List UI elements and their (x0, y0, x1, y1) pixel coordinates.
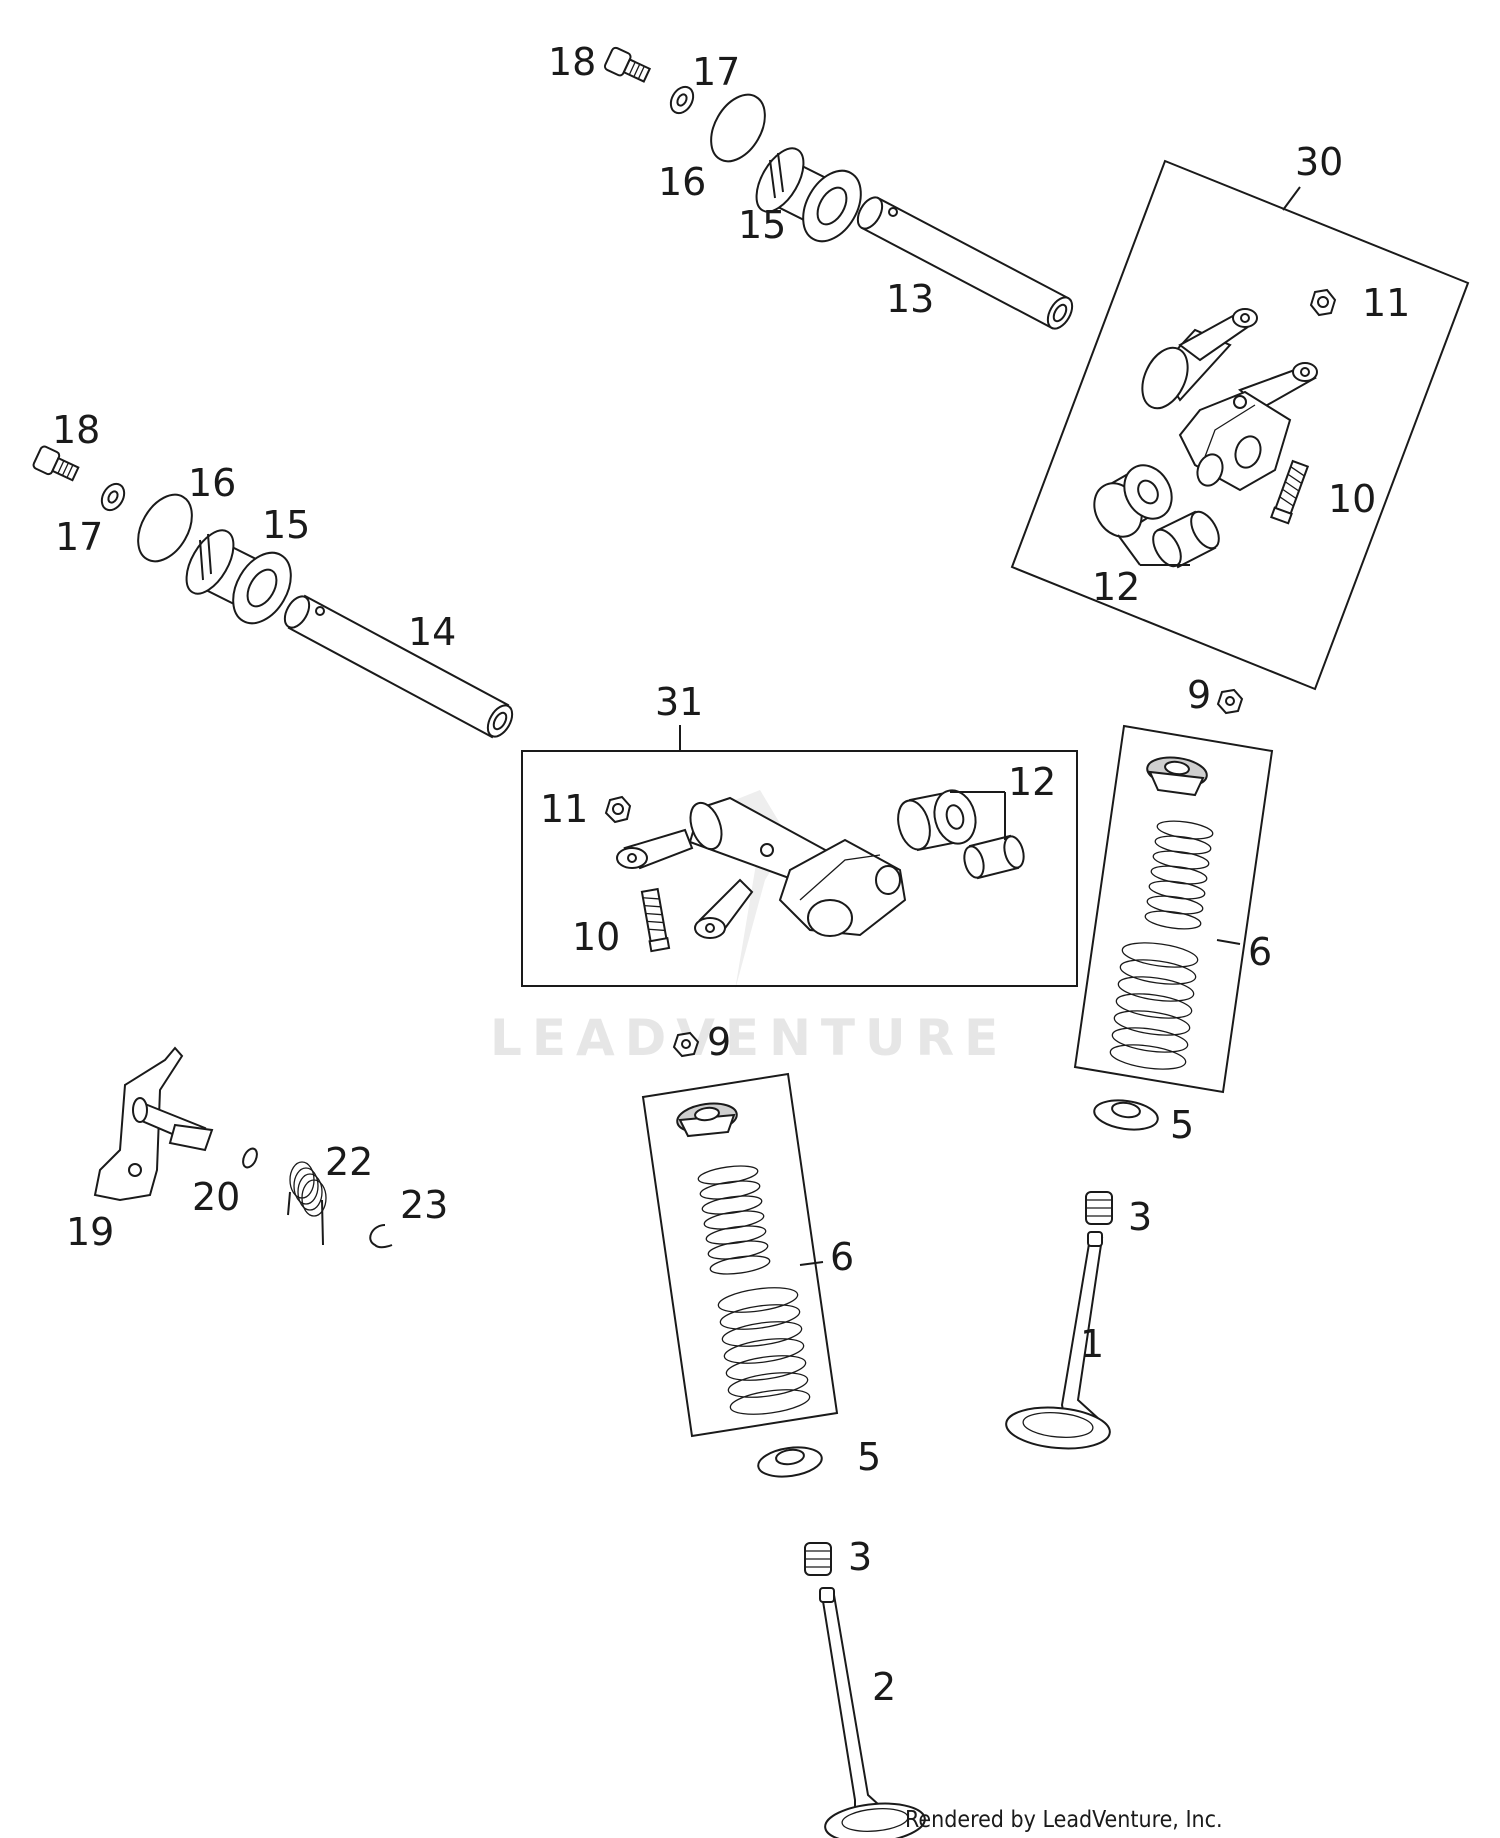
inner-spring-center (697, 1165, 771, 1275)
box-30 (1010, 159, 1470, 691)
shaft-13 (856, 196, 1074, 330)
o-ring-16-top (710, 93, 766, 163)
label-16-top: 16 (658, 160, 706, 204)
bushing-15-left (185, 529, 292, 625)
label-19: 19 (66, 1210, 114, 1254)
label-16-left: 16 (188, 461, 236, 505)
label-1: 1 (1080, 1322, 1104, 1366)
spring-22 (287, 1161, 327, 1246)
watermark-text: LEADVENTURE (490, 1009, 1008, 1067)
o-ring-16-left (137, 493, 193, 563)
label-2: 2 (872, 1665, 896, 1709)
roller-12-box30 (1093, 464, 1220, 569)
keeper-9-center (672, 1031, 700, 1058)
label-3-right: 3 (1128, 1195, 1152, 1239)
rocker-arm-box31 (616, 796, 907, 939)
valve-seal-3-right (1085, 1191, 1113, 1225)
label-14: 14 (408, 610, 456, 654)
bolt-18-top (603, 46, 652, 83)
label-5-right: 5 (1170, 1103, 1194, 1147)
washer-17-top (669, 85, 695, 115)
label-12-box30: 12 (1092, 565, 1140, 609)
label-17-left: 17 (55, 515, 103, 559)
outer-spring-center (717, 1287, 811, 1415)
label-23: 23 (400, 1183, 448, 1227)
label-11-box31: 11 (540, 787, 588, 831)
label-20: 20 (192, 1175, 240, 1219)
lever-19 (93, 1046, 214, 1202)
valve-1 (1005, 1231, 1111, 1450)
box-31 (521, 725, 1078, 987)
label-12-box31: 12 (1008, 760, 1056, 804)
label-9-right: 9 (1187, 673, 1211, 717)
label-15-top: 15 (738, 203, 786, 247)
label-15-left: 15 (262, 503, 310, 547)
bolt-18-left (32, 445, 80, 482)
nut-11-box30 (1309, 288, 1337, 317)
label-31: 31 (655, 680, 703, 724)
label-6-center: 6 (830, 1235, 854, 1279)
credit-text: Rendered by LeadVenture, Inc. (905, 1807, 1223, 1833)
circlip-23 (369, 1224, 393, 1249)
label-13: 13 (886, 277, 934, 321)
rocker-arm-box30 (1141, 308, 1318, 492)
washer-17-left (100, 482, 126, 512)
label-11-box30: 11 (1362, 281, 1410, 325)
adjusting-screw-10-box30 (1270, 459, 1310, 525)
label-18-left: 18 (52, 408, 100, 452)
nut-11-box31 (604, 795, 632, 824)
spring-seat-5-right (1093, 1099, 1159, 1131)
label-9-center: 9 (707, 1020, 731, 1064)
bushing-15-top (755, 147, 862, 243)
adjusting-screw-10-box31 (640, 887, 671, 953)
valve-assembly-center (641, 1031, 926, 1838)
shaft-14 (283, 594, 514, 739)
label-3-center: 3 (848, 1535, 872, 1579)
label-10-box31: 10 (572, 915, 620, 959)
valve-2 (819, 1587, 926, 1838)
roller-12-box31 (897, 789, 1025, 880)
label-6-right: 6 (1248, 930, 1272, 974)
inner-spring-right (1144, 820, 1214, 930)
label-10-box30: 10 (1328, 477, 1376, 521)
label-5-center: 5 (857, 1435, 881, 1479)
label-18-top: 18 (548, 40, 596, 84)
spring-seat-5-center (757, 1446, 823, 1478)
label-22: 22 (325, 1140, 373, 1184)
label-30: 30 (1295, 140, 1343, 184)
label-17-top: 17 (692, 50, 740, 94)
keeper-9-right (1216, 688, 1244, 715)
outer-spring-right (1109, 942, 1199, 1070)
valve-assembly-right (1005, 688, 1274, 1450)
o-ring-20 (242, 1147, 258, 1169)
valve-seal-3-center (804, 1542, 832, 1576)
